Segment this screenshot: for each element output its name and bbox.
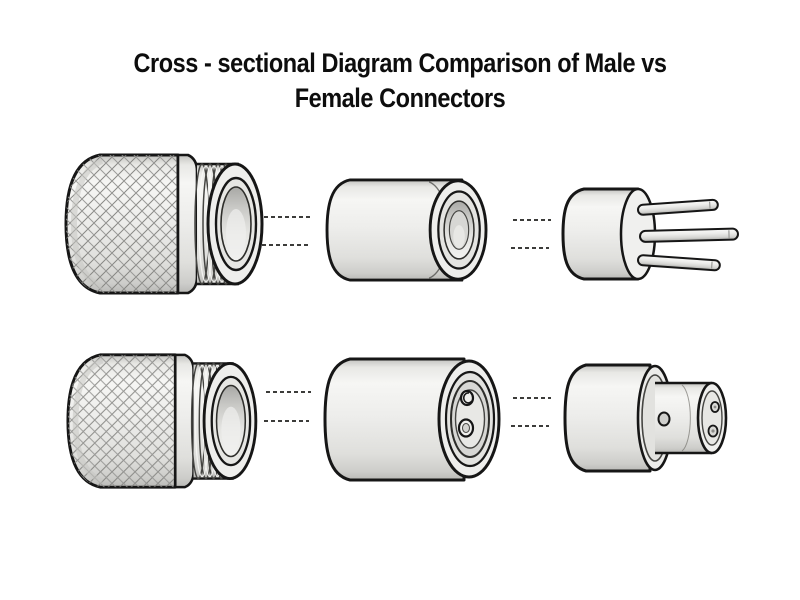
leader-line (264, 216, 310, 218)
female-socket-shell (318, 356, 508, 483)
female-socket-contact-insert-icon (563, 363, 728, 473)
leader-line (513, 219, 551, 221)
socket-hole-spring-contact (459, 389, 475, 407)
open-end-face (202, 362, 258, 480)
leader-line (511, 247, 549, 249)
contact-pin-top (636, 198, 719, 216)
front-face (696, 381, 728, 455)
male-knurled-coupling-nut (58, 151, 264, 297)
male-shell-body (321, 177, 493, 283)
female-knurled-coupling-nut (60, 351, 258, 491)
page-title: Cross - sectional Diagram Comparison of … (52, 46, 748, 116)
contact-pin-bottom (636, 254, 721, 272)
leader-line (264, 420, 309, 422)
shell-cylinder (323, 357, 466, 482)
open-end-face (206, 162, 264, 286)
flange-ring (176, 153, 199, 295)
title-line-1: Cross - sectional Diagram Comparison of … (133, 48, 667, 78)
insert-cylinder (563, 363, 652, 473)
flange-ring (174, 353, 195, 489)
socket-end-face (437, 359, 501, 479)
female-socket-shell-icon (323, 357, 501, 482)
leader-line (511, 425, 549, 427)
cylindrical-shell-body-icon (325, 178, 488, 282)
contact-pin-middle (639, 227, 739, 243)
leader-line (266, 391, 311, 393)
knurled-coupling-nut-icon (64, 153, 264, 295)
title-line-2: Female Connectors (294, 83, 506, 113)
knurl-section (64, 153, 180, 295)
male-pin-insert (558, 186, 746, 282)
male-pin-contact-insert-icon (561, 187, 739, 281)
leader-line (262, 244, 308, 246)
socket-hole (457, 418, 475, 438)
knurled-coupling-nut-icon (66, 353, 258, 489)
knurl-section (66, 353, 177, 489)
shell-cylinder (325, 178, 464, 282)
leader-line (513, 397, 551, 399)
female-socket-insert (560, 362, 742, 474)
open-end-face (428, 179, 488, 281)
